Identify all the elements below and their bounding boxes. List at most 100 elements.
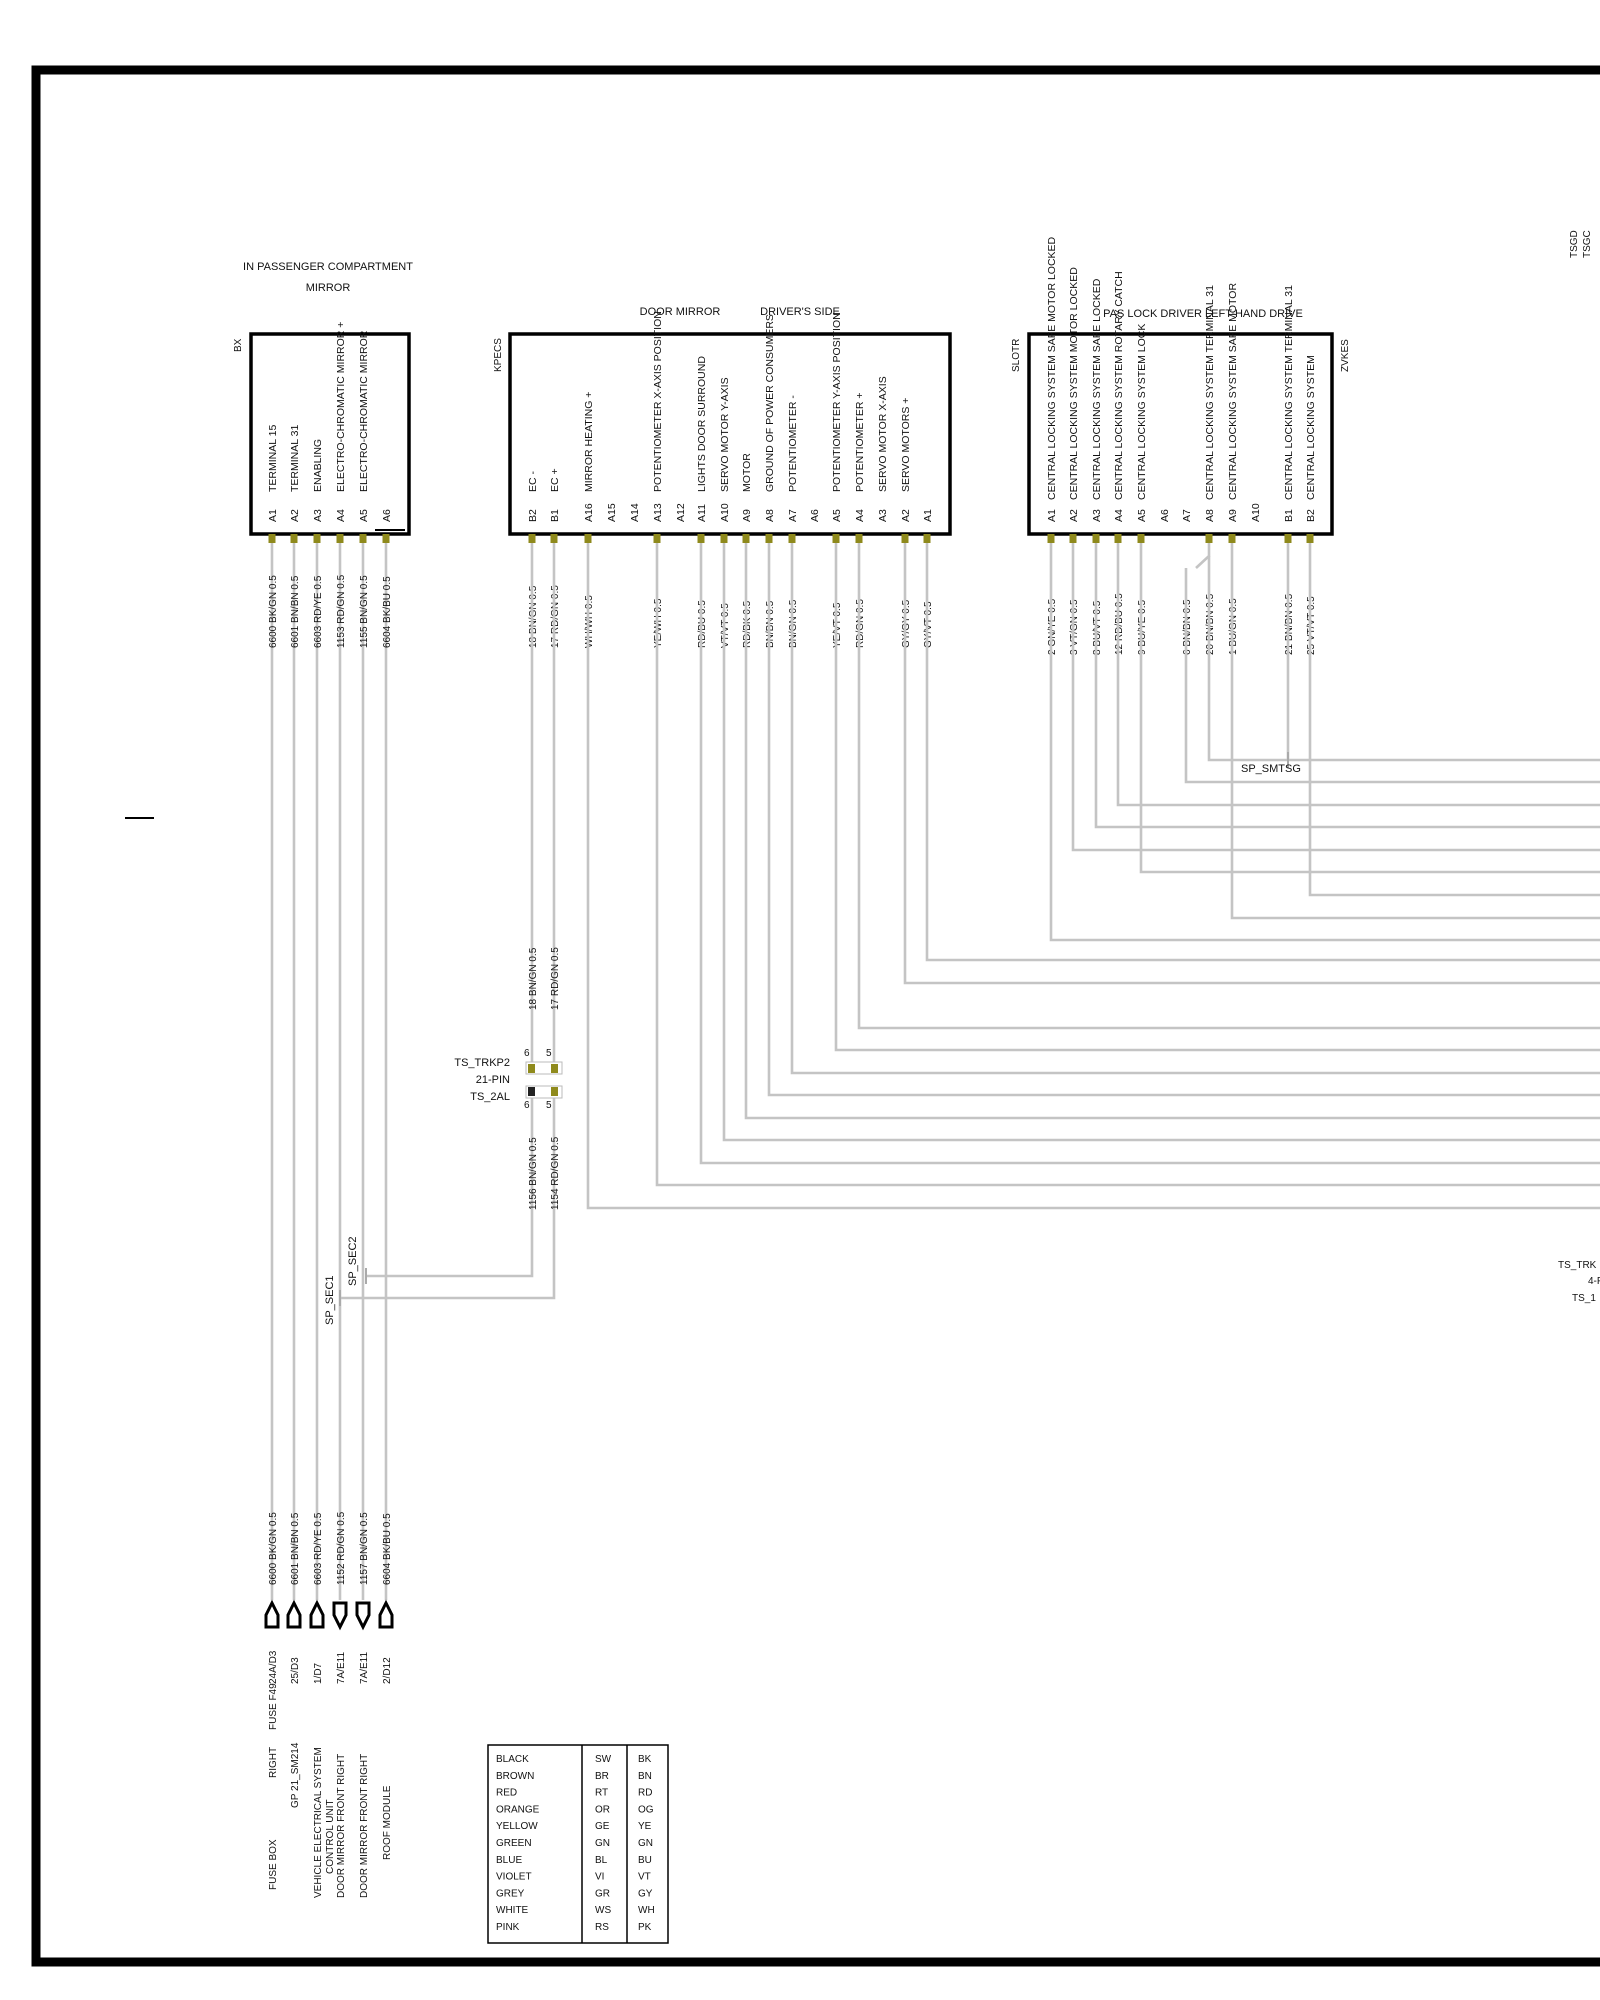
color-de-code: BR xyxy=(595,1771,609,1782)
zvkes-id: ZVKES xyxy=(1340,339,1351,372)
kpecs-wire-label: BN/GN 0.5 xyxy=(788,599,799,648)
kpecs-pin-label: POTENTIOMETER + xyxy=(854,393,866,492)
kpecs-wire-route xyxy=(834,543,1600,1052)
bx-pin-number: A2 xyxy=(289,509,301,522)
bx-wire-label-bottom: 6600 BK/GN 0.5 xyxy=(268,1512,279,1585)
slotr-wire-route xyxy=(1071,543,1600,852)
connector-name1: TS_TRKP2 xyxy=(454,1057,510,1069)
slotr-terminal xyxy=(1069,534,1077,543)
slotr-pin-label: CENTRAL LOCKING SYSTEM MOTOR LOCKED xyxy=(1068,267,1080,500)
kpecs-wire-label: GY/VT 0.5 xyxy=(923,601,934,648)
slotr-wire-label: 20 BN/BN 0.5 xyxy=(1205,593,1216,655)
kpecs-wire-route xyxy=(903,543,1600,985)
connector-pin6-bottom: 6 xyxy=(524,1100,530,1111)
color-de-code: GE xyxy=(595,1821,610,1832)
bx-wire-label-bottom: 6603 RD/YE 0.5 xyxy=(313,1512,324,1585)
kpecs-wire-label: RD/BU 0.5 xyxy=(697,600,708,648)
splice-sp-sec1: SP_SEC1 xyxy=(324,1275,336,1325)
slotr-pin-number: A2 xyxy=(1068,509,1080,522)
kpecs-terminal xyxy=(584,534,592,543)
slotr-wire-label: 12 RD/BU 0.5 xyxy=(1114,593,1125,655)
kpecs-wire-route xyxy=(767,543,1600,1097)
connector-pin5-bottom: 5 xyxy=(546,1100,552,1111)
bx-component: IN PASSENGER COMPARTMENT MIRROR BX A1TER… xyxy=(233,261,413,543)
slotr-wire-label: 9 BU/YE 0.5 xyxy=(1137,600,1148,655)
connector-pin-6b xyxy=(528,1087,535,1096)
kpecs-wire-route xyxy=(586,543,1600,1210)
color-code: RD xyxy=(638,1788,652,1799)
color-de-code: GR xyxy=(595,1888,610,1899)
color-de-code: VI xyxy=(595,1872,604,1883)
bx-wire-label-top: 1155 BN/GN 0.5 xyxy=(359,575,370,648)
color-name: BLUE xyxy=(496,1855,522,1866)
slotr-terminal xyxy=(1114,534,1122,543)
right-label-tsgd: TSGD xyxy=(1569,230,1580,258)
bx-pin-number: A6 xyxy=(381,509,393,522)
bx-destination-terminal xyxy=(264,1599,280,1629)
slotr-terminal xyxy=(1205,534,1213,543)
slotr-pin-number: A8 xyxy=(1204,509,1216,522)
color-code: YE xyxy=(638,1821,652,1832)
slotr-terminal xyxy=(1284,534,1292,543)
kpecs-pin-number: A15 xyxy=(606,503,618,522)
color-name: RED xyxy=(496,1788,517,1799)
kpecs-pin-label: MIRROR HEATING + xyxy=(583,392,595,492)
slotr-wire-label: 1 BU/GN 0.5 xyxy=(1228,598,1239,655)
bx-pin-label: TERMINAL 15 xyxy=(267,425,279,492)
slotr-wire-route xyxy=(1094,543,1600,829)
color-name: ORANGE xyxy=(496,1804,540,1815)
kpecs-wire-label: 18 BN/GN 0.5 xyxy=(528,585,539,648)
kpecs-pin-number: A10 xyxy=(719,503,731,522)
bx-destination-code: 25/D3 xyxy=(290,1657,301,1684)
slotr-wire-label: 2 GN/YE 0.5 xyxy=(1047,598,1058,655)
kpecs-pin-number: A11 xyxy=(696,504,708,522)
kpecs-title: DOOR MIRROR xyxy=(640,306,721,318)
slotr-wire-route xyxy=(1049,543,1600,942)
color-table-frame xyxy=(487,1744,669,1944)
bx-destination-name: FUSE BOX xyxy=(268,1839,279,1890)
bx-terminal xyxy=(382,534,390,543)
slotr-pin-label: CENTRAL LOCKING SYSTEM TERMINAL 31 xyxy=(1283,285,1295,500)
kpecs-wire-route xyxy=(925,543,1600,962)
bx-destination-name: DOOR MIRROR FRONT RIGHT xyxy=(336,1754,347,1898)
right-label-tsgc: TSGC xyxy=(1582,230,1593,258)
kpecs-wire-label: VT/VT 0.5 xyxy=(720,603,731,648)
splice-sp-sec2: SP_SEC2 xyxy=(347,1236,359,1286)
kpecs-subtitle: DRIVER'S SIDE xyxy=(760,306,840,318)
kpecs-id: KPECS xyxy=(493,338,504,372)
connector-ts-trkp2: TS_TRKP2 21-PIN TS_2AL 6 5 6 5 xyxy=(454,1048,563,1111)
bx-destination-code: 7A/E11 xyxy=(359,1652,370,1684)
slotr-pin-label: CENTRAL LOCKING SYSTEM LOCK xyxy=(1136,324,1148,500)
slotr-pin-number: A7 xyxy=(1181,509,1193,522)
kpecs-wire-label: RD/BK 0.5 xyxy=(742,600,753,648)
connector-pin-5a xyxy=(551,1064,558,1073)
slotr-pin-label: CENTRAL LOCKING SYSTEM ROTARY CATCH xyxy=(1113,271,1125,500)
bx-destination-name: ROOF MODULE xyxy=(382,1785,393,1860)
kpecs-pin-label: LIGHTS DOOR SURROUND xyxy=(696,356,708,492)
bx-destination-name: CONTROL UNIT xyxy=(325,1799,336,1874)
kpecs-pin-number: A2 xyxy=(900,509,912,522)
kpecs-terminal xyxy=(742,534,750,543)
bx-pin-label: ENABLING xyxy=(312,439,324,492)
slotr-pin-number: B2 xyxy=(1305,509,1317,522)
slotr-wire-6 xyxy=(1184,568,1600,784)
color-de-code: RS xyxy=(595,1922,609,1933)
color-code: OG xyxy=(638,1804,654,1815)
slotr-terminal xyxy=(1306,534,1314,543)
bx-pin-number: A5 xyxy=(358,509,370,522)
bx-box xyxy=(249,332,411,536)
bx-wire-label-top: 6600 BK/GN 0.5 xyxy=(268,575,279,648)
bx-title-line1: IN PASSENGER COMPARTMENT xyxy=(243,261,413,273)
slotr-terminal xyxy=(1228,534,1236,543)
bx-wire-label-bottom: 6604 BK/BU 0.5 xyxy=(382,1513,393,1585)
color-de-code: GN xyxy=(595,1838,610,1849)
kpecs-pin-label: EC + xyxy=(549,468,561,492)
bx-destination-name: DOOR MIRROR FRONT RIGHT xyxy=(359,1754,370,1898)
kpecs-wire-ec-plus-lower xyxy=(340,1098,556,1300)
kpecs-wire-route xyxy=(699,543,1600,1165)
bx-wire-label-top: 6603 RD/YE 0.5 xyxy=(313,575,324,648)
connector-pin5-top: 5 xyxy=(546,1048,552,1059)
bx-terminal xyxy=(359,534,367,543)
color-code: PK xyxy=(638,1922,652,1933)
